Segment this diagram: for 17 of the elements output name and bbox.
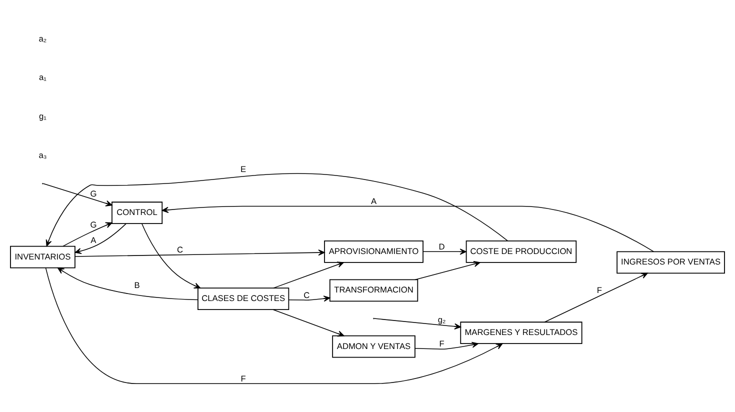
edge-label: F	[596, 284, 602, 295]
edge-label: A	[370, 196, 377, 206]
label: a₁	[38, 72, 46, 82]
edge-label: g₂	[438, 314, 446, 324]
edge-label: F	[439, 338, 444, 349]
edge-label: C	[304, 290, 310, 300]
edge-label: D	[438, 241, 445, 252]
edge-label: A	[90, 234, 96, 245]
edge-label: G	[90, 219, 97, 230]
edge-label: B	[134, 280, 140, 290]
edge-label: F	[240, 373, 246, 384]
label: a₂	[38, 33, 47, 44]
label: g₁	[38, 110, 46, 121]
edge-label: G	[90, 188, 97, 198]
edge-label: C	[177, 244, 184, 254]
edge-label: E	[240, 164, 246, 174]
label: a₃	[38, 150, 47, 160]
